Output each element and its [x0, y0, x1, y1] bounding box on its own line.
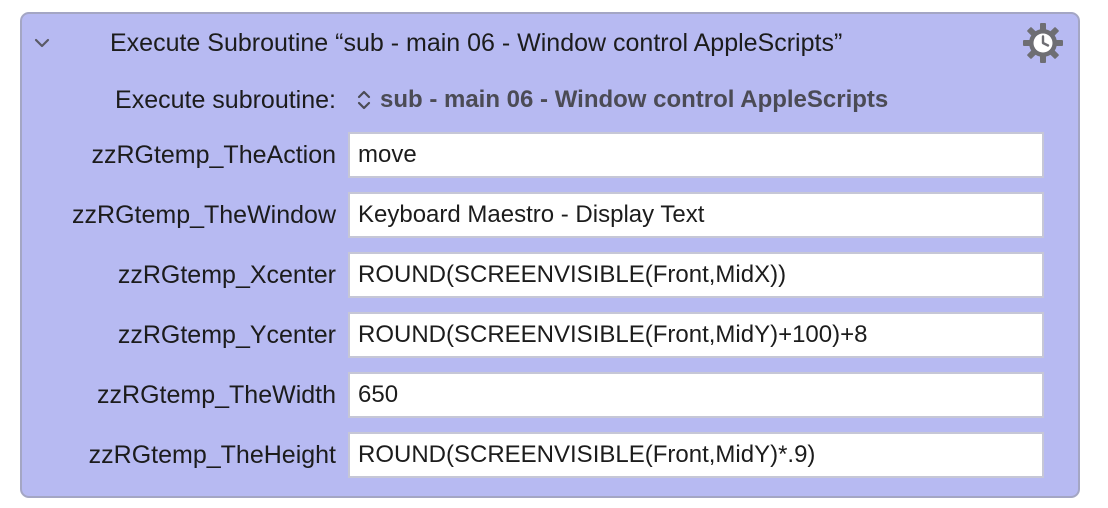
- chevron-down-icon[interactable]: [32, 33, 52, 53]
- gear-clock-icon[interactable]: [1022, 22, 1064, 64]
- param-label-the-window: zzRGtemp_TheWindow: [72, 201, 336, 229]
- param-input-the-width[interactable]: [348, 372, 1044, 418]
- param-row-ycenter: zzRGtemp_Ycenter: [22, 312, 1078, 358]
- param-label-the-action: zzRGtemp_TheAction: [91, 141, 336, 169]
- param-label-the-width: zzRGtemp_TheWidth: [97, 381, 336, 409]
- up-down-arrows-icon: [357, 90, 371, 110]
- param-row-the-width: zzRGtemp_TheWidth: [22, 372, 1078, 418]
- subroutine-row: Execute subroutine: sub - main 06 - Wind…: [22, 84, 1078, 116]
- execute-subroutine-action[interactable]: Execute Subroutine “sub - main 06 - Wind…: [20, 12, 1080, 498]
- param-label-xcenter: zzRGtemp_Xcenter: [117, 261, 336, 289]
- action-title: Execute Subroutine “sub - main 06 - Wind…: [110, 29, 843, 57]
- param-input-the-action[interactable]: [348, 132, 1044, 178]
- param-row-xcenter: zzRGtemp_Xcenter: [22, 252, 1078, 298]
- param-label-the-height: zzRGtemp_TheHeight: [88, 441, 336, 469]
- subroutine-value: sub - main 06 - Window control AppleScri…: [380, 86, 889, 113]
- subroutine-label: Execute subroutine:: [115, 86, 336, 114]
- param-input-xcenter[interactable]: [348, 252, 1044, 298]
- subroutine-popup[interactable]: sub - main 06 - Window control AppleScri…: [356, 84, 888, 116]
- param-row-the-window: zzRGtemp_TheWindow: [22, 192, 1078, 238]
- param-input-ycenter[interactable]: [348, 312, 1044, 358]
- param-input-the-height[interactable]: [348, 432, 1044, 478]
- param-input-the-window[interactable]: [348, 192, 1044, 238]
- param-label-ycenter: zzRGtemp_Ycenter: [117, 321, 336, 349]
- param-row-the-action: zzRGtemp_TheAction: [22, 132, 1078, 178]
- param-row-the-height: zzRGtemp_TheHeight: [22, 432, 1078, 478]
